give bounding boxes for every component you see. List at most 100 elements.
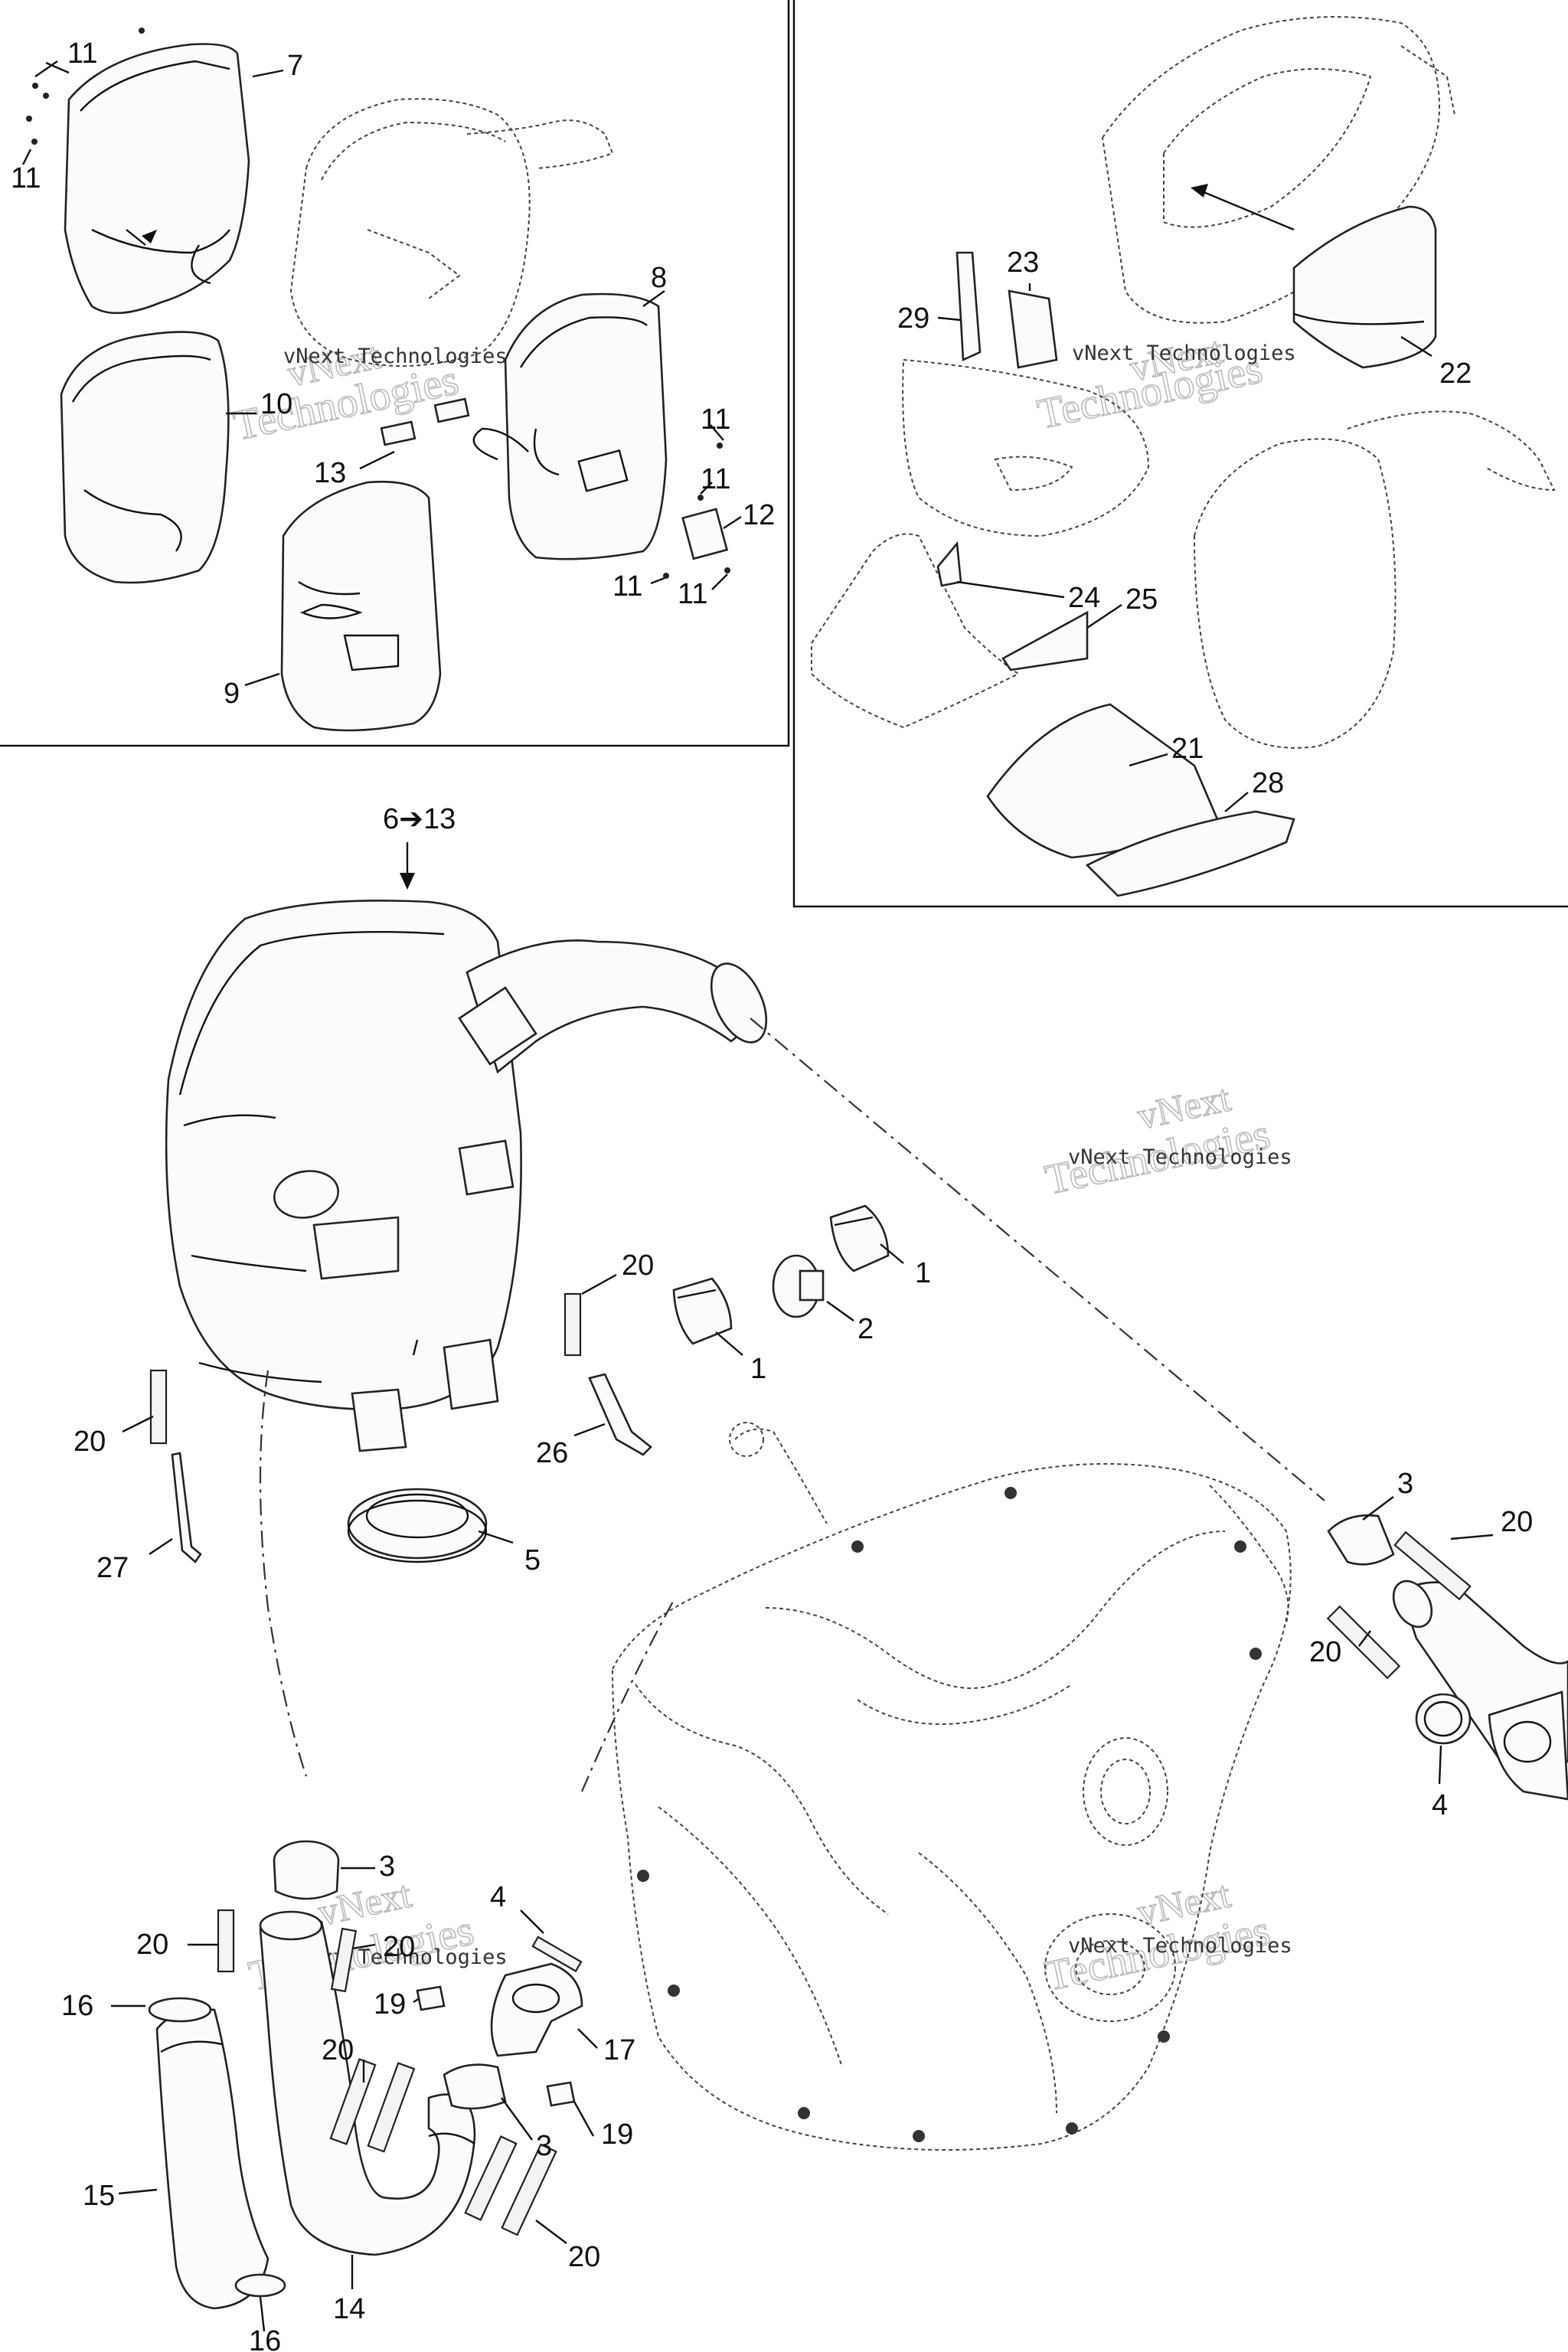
callout-20: 20 bbox=[136, 1929, 168, 1961]
clamp-3-bottom bbox=[443, 2063, 507, 2110]
arrow-shield-to-muffler bbox=[472, 427, 529, 461]
callout-8: 8 bbox=[651, 262, 667, 294]
svg-text:vNext Technologies: vNext Technologies bbox=[1068, 1934, 1292, 1958]
callout-15: 15 bbox=[83, 2180, 115, 2212]
callout-20: 20 bbox=[1309, 1636, 1341, 1668]
gasket-4-lower bbox=[531, 1936, 583, 1973]
callout-29: 29 bbox=[897, 302, 929, 335]
cross-reference-label: 6➔13 bbox=[383, 803, 456, 835]
callout-labels: 11 7 11 8 10 11 13 11 12 11 11 9 23 29 2… bbox=[11, 38, 1533, 2352]
nut-19-a bbox=[416, 1985, 446, 2011]
clamp-16-lower bbox=[234, 2273, 286, 2298]
spring-20-upper bbox=[564, 1292, 582, 1357]
grommet-2 bbox=[772, 1254, 825, 1318]
spring-20-lower-a bbox=[217, 1909, 235, 1973]
callout-3: 3 bbox=[536, 2130, 552, 2162]
spring-20-lower-e bbox=[464, 2135, 518, 2221]
callout-13: 13 bbox=[314, 457, 346, 489]
pipe-15 bbox=[155, 2008, 270, 2310]
callout-12: 12 bbox=[743, 499, 775, 531]
watermark-bottom-right: vNext Technologies vNext Technologies bbox=[1040, 1872, 1292, 2001]
callout-25: 25 bbox=[1125, 583, 1158, 616]
insulation-23 bbox=[1008, 289, 1058, 369]
muffler-inlet-opening bbox=[273, 1170, 339, 1219]
insulation-22 bbox=[1292, 205, 1437, 369]
clamp-16-upper bbox=[148, 1997, 212, 2023]
muffler-assembly bbox=[165, 900, 768, 1452]
muffler-right-hidden bbox=[1193, 410, 1556, 749]
insulation-28 bbox=[1085, 810, 1295, 897]
pipe-14 bbox=[259, 1918, 476, 2256]
rubber-mount-1b bbox=[672, 1277, 733, 1345]
callout-16: 16 bbox=[249, 2325, 281, 2352]
heat-shield-inner bbox=[60, 331, 230, 584]
callout-19: 19 bbox=[601, 2118, 633, 2151]
callout-20: 20 bbox=[322, 2034, 354, 2066]
callout-10: 10 bbox=[260, 388, 292, 420]
watermark-top-right: vNext Technologies vNext Technologies bbox=[1033, 328, 1296, 439]
inset-frames bbox=[0, 0, 1568, 908]
gasket-5 bbox=[347, 1488, 488, 1563]
muffler-heat-shields-inset bbox=[26, 28, 730, 732]
callout-11: 11 bbox=[11, 162, 41, 194]
callout-21: 21 bbox=[1171, 733, 1204, 765]
cross-reference-arrow bbox=[400, 842, 415, 890]
callout-3: 3 bbox=[379, 1851, 395, 1883]
spring-20-lower-b bbox=[330, 1927, 358, 1993]
spring-20-lower-d bbox=[367, 2062, 416, 2153]
callout-20: 20 bbox=[622, 1250, 654, 1282]
screws-11 bbox=[26, 28, 730, 579]
spring-20-right-upper bbox=[1393, 1530, 1472, 1601]
svg-text:vNext Technologies: vNext Technologies bbox=[1068, 1145, 1292, 1169]
callout-11: 11 bbox=[612, 570, 642, 603]
callout-9: 9 bbox=[224, 678, 240, 710]
callout-1: 1 bbox=[750, 1353, 766, 1385]
heat-shield-lower bbox=[280, 480, 442, 732]
callout-20: 20 bbox=[383, 1931, 415, 1963]
callout-24: 24 bbox=[1068, 582, 1100, 614]
spring-20-right-lower bbox=[1326, 1605, 1401, 1680]
insulation-inset bbox=[811, 16, 1556, 897]
callout-1: 1 bbox=[915, 1257, 931, 1289]
callout-4: 4 bbox=[1432, 1789, 1448, 1821]
callout-20: 20 bbox=[74, 1426, 106, 1458]
callout-11: 11 bbox=[701, 463, 730, 495]
flange-17 bbox=[490, 1962, 583, 2057]
muffler-outline-hidden bbox=[289, 98, 614, 367]
heat-shield-side bbox=[504, 292, 668, 560]
clamp-3-right bbox=[1327, 1514, 1395, 1566]
strap-27 bbox=[171, 1452, 202, 1563]
lower-cover-hidden bbox=[902, 358, 1150, 537]
plate-12 bbox=[681, 508, 729, 560]
callout-11: 11 bbox=[678, 578, 707, 610]
callout-11: 11 bbox=[67, 38, 97, 70]
right-manifold bbox=[1326, 1514, 1568, 1801]
rubber-mount-1 bbox=[829, 1204, 890, 1272]
callout-4: 4 bbox=[490, 1881, 506, 1913]
floor-shield-hidden bbox=[811, 533, 1020, 729]
upper-cover-hidden bbox=[1101, 16, 1455, 324]
svg-text:vNext Technologies: vNext Technologies bbox=[283, 345, 508, 368]
callout-2: 2 bbox=[858, 1313, 874, 1345]
watermark-mid-right: vNext Technologies vNext Technologies bbox=[1040, 1076, 1292, 1205]
leader-lines bbox=[21, 60, 1494, 2332]
callout-7: 7 bbox=[287, 50, 303, 82]
callout-11: 11 bbox=[701, 403, 730, 436]
callout-23: 23 bbox=[1007, 247, 1039, 279]
callout-22: 22 bbox=[1439, 358, 1472, 390]
callout-17: 17 bbox=[603, 2034, 635, 2066]
callout-20: 20 bbox=[568, 2241, 600, 2273]
engine-block-hidden bbox=[611, 1422, 1292, 2151]
callout-26: 26 bbox=[536, 1437, 568, 1469]
callout-20: 20 bbox=[1501, 1506, 1533, 1538]
heat-shield-outer bbox=[64, 43, 250, 315]
right-inset-frame bbox=[792, 0, 1568, 908]
spring-20-lower-f bbox=[501, 2143, 557, 2236]
callout-5: 5 bbox=[524, 1544, 541, 1576]
callout-3: 3 bbox=[1397, 1468, 1413, 1500]
callout-27: 27 bbox=[96, 1552, 129, 1584]
bracket-26 bbox=[588, 1373, 652, 1456]
callout-14: 14 bbox=[333, 2293, 365, 2325]
flange-right bbox=[1488, 1690, 1568, 1801]
alignment-lines bbox=[259, 1018, 1325, 1792]
